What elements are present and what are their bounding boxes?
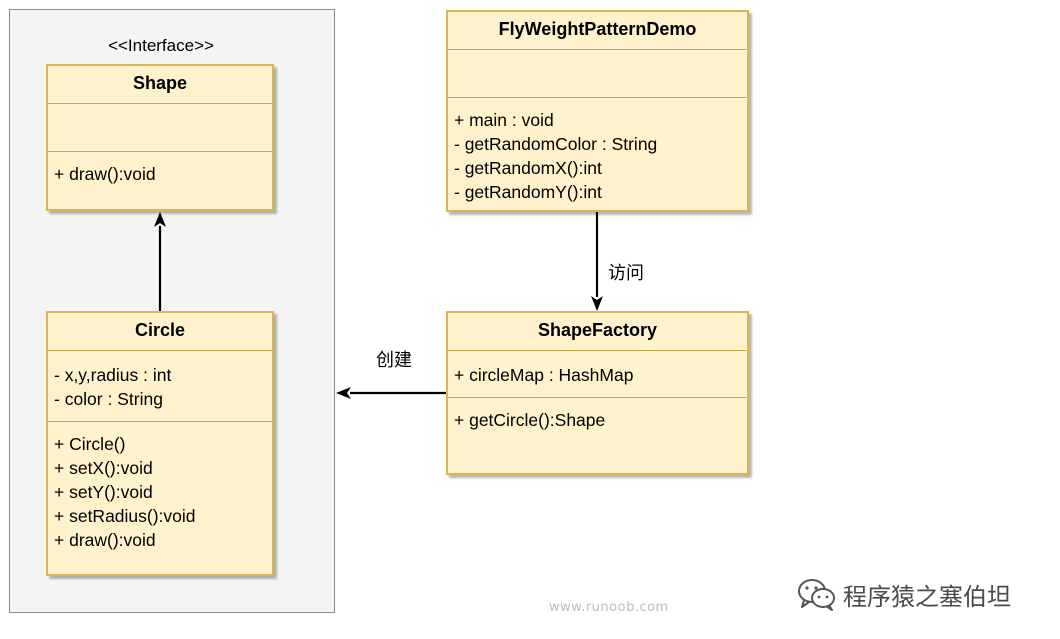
method: - getRandomY():int [454, 182, 602, 202]
method: + draw():void [54, 164, 156, 184]
method: + draw():void [54, 530, 156, 550]
class-circle-name: Circle [48, 313, 272, 351]
class-circle[interactable]: Circle - x,y,radius : int - color : Stri… [46, 311, 274, 576]
stereotype-label: <<Interface>> [108, 36, 214, 55]
watermark-brand: 程序猿之塞伯坦 [843, 583, 1011, 611]
arrowhead-icon [154, 212, 166, 227]
class-shape-methods: + draw():void [48, 152, 272, 186]
method: + getCircle():Shape [454, 410, 606, 430]
class-circle-methods: + Circle() + setX():void + setY():void +… [48, 422, 272, 552]
arrowhead-icon [591, 296, 603, 311]
class-shape-factory-methods: + getCircle():Shape [448, 398, 747, 432]
class-flyweight-demo[interactable]: FlyWeightPatternDemo + main : void - get… [446, 10, 749, 212]
watermark-site: www.runoob.com [549, 600, 669, 615]
wechat-icon [798, 579, 835, 611]
attribute: - x,y,radius : int [54, 365, 172, 385]
class-circle-attributes: - x,y,radius : int - color : String [48, 351, 272, 422]
edge-label-create: 创建 [376, 350, 412, 371]
attribute: + circleMap : HashMap [454, 365, 634, 385]
class-flyweight-demo-attributes [448, 50, 747, 98]
class-shape-factory-attributes: + circleMap : HashMap [448, 351, 747, 398]
class-shape-attributes [48, 104, 272, 152]
arrowhead-icon [336, 387, 351, 399]
method: - getRandomColor : String [454, 134, 658, 154]
class-shape[interactable]: Shape + draw():void [46, 64, 274, 211]
class-shape-factory-name: ShapeFactory [448, 313, 747, 351]
edge-demo-accesses-factory [591, 212, 603, 311]
class-flyweight-demo-methods: + main : void - getRandomColor : String … [448, 98, 747, 204]
class-flyweight-demo-name: FlyWeightPatternDemo [448, 12, 747, 50]
method: + setX():void [54, 458, 153, 478]
method: + main : void [454, 110, 554, 130]
class-shape-name: Shape [48, 66, 272, 104]
edge-label-access: 访问 [608, 263, 644, 284]
edge-circle-implements-shape [154, 212, 166, 311]
edge-factory-creates-circle [336, 387, 446, 399]
attribute: - color : String [54, 389, 163, 409]
class-shape-factory[interactable]: ShapeFactory + circleMap : HashMap + get… [446, 311, 749, 475]
method: + Circle() [54, 434, 126, 454]
method: + setRadius():void [54, 506, 196, 526]
method: + setY():void [54, 482, 153, 502]
method: - getRandomX():int [454, 158, 602, 178]
